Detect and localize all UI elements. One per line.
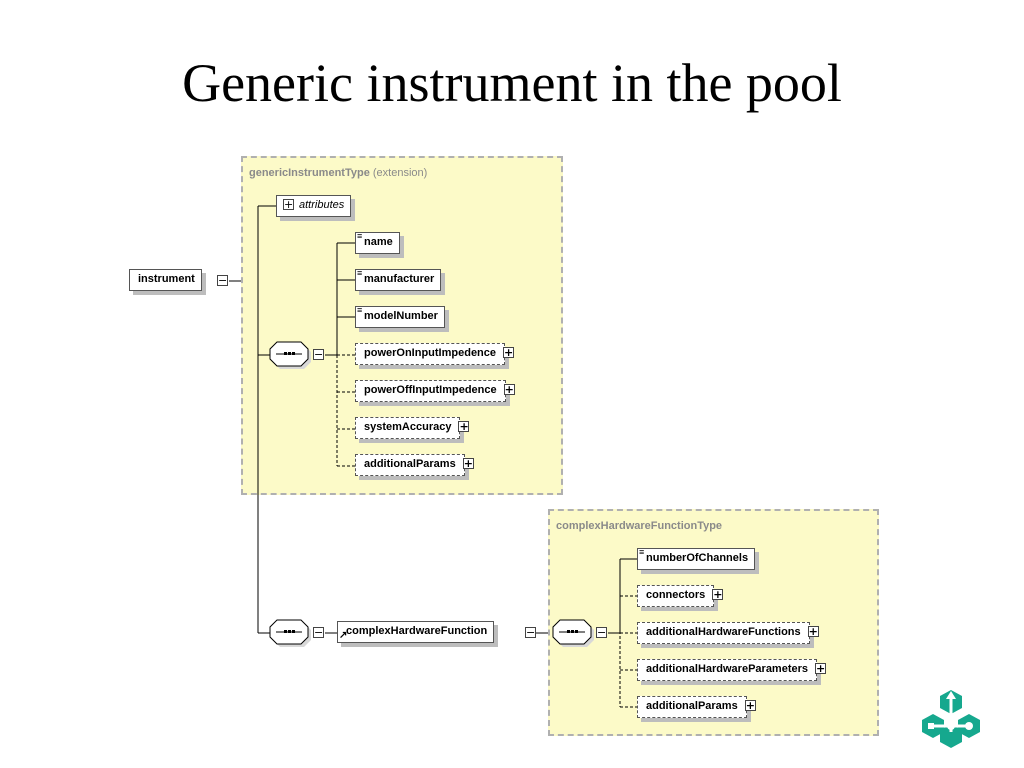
element-label: modelNumber [364,310,438,322]
complex-type-label: complexHardwareFunctionType [556,520,722,532]
reference-arrow-icon: ↗ [339,630,348,641]
sequence-2-collapse-icon[interactable]: − [313,626,324,639]
element-additional-hardware-functions[interactable]: additionalHardwareFunctions + [637,622,819,644]
root-element-instrument[interactable]: instrument [129,269,202,291]
attributes-group[interactable]: + attributes [276,195,352,217]
expand-icon[interactable]: + [744,698,756,712]
sequence-3-collapse-icon[interactable]: − [596,626,607,639]
generic-type-name: genericInstrumentType [249,167,370,179]
content-model-icon: ≡ [639,547,644,557]
expand-icon[interactable]: + [462,456,474,470]
element-power-off-input-impedence[interactable]: powerOffInputImpedence + [355,380,515,402]
expand-icon[interactable]: + [807,624,819,638]
content-model-icon: ≡ [357,268,362,278]
element-number-of-channels[interactable]: ≡numberOfChannels [637,547,756,570]
element-label: complexHardwareFunction [346,625,488,637]
sequence-compositor-2[interactable] [269,619,311,647]
element-label: systemAccuracy [364,421,452,433]
element-label: numberOfChannels [646,552,749,564]
generic-type-label: genericInstrumentType (extension) [249,167,427,179]
complex-hardware-function-collapse-icon[interactable]: − [525,626,536,639]
complex-type-name: complexHardwareFunctionType [556,520,723,532]
organization-logo-icon [922,690,980,748]
element-label: additionalParams [364,458,456,470]
element-additional-params-2[interactable]: additionalParams + [637,696,756,718]
element-label: additionalParams [646,700,738,712]
attributes-label: attributes [299,199,345,211]
element-label: powerOffInputImpedence [364,384,497,396]
element-label: name [364,236,393,248]
generic-type-qualifier: (extension) [372,167,428,179]
element-label: manufacturer [364,273,435,285]
sequence-compositor-1[interactable] [269,341,311,369]
element-system-accuracy[interactable]: systemAccuracy + [355,417,470,439]
element-label: connectors [646,589,706,601]
root-collapse-icon[interactable]: − [217,274,228,287]
element-label: additionalHardwareFunctions [646,626,801,638]
element-complex-hardware-function[interactable]: ↗complexHardwareFunction [337,621,495,643]
element-additional-params[interactable]: additionalParams + [355,454,474,476]
element-name[interactable]: ≡name [355,232,400,254]
expand-icon[interactable]: + [815,661,827,675]
expand-icon[interactable]: + [712,587,724,601]
content-model-icon: ≡ [357,231,362,241]
element-power-on-input-impedence[interactable]: powerOnInputImpedence + [355,343,515,365]
content-model-icon: ≡ [357,305,362,315]
expand-icon[interactable]: + [503,345,515,359]
element-additional-hardware-parameters[interactable]: additionalHardwareParameters + [637,659,827,681]
sequence-compositor-3[interactable] [552,619,594,647]
slide-title: Generic instrument in the pool [182,53,842,113]
expand-icon[interactable]: + [458,419,470,433]
expand-icon[interactable]: + [503,382,515,396]
element-label: additionalHardwareParameters [646,663,809,675]
element-model-number[interactable]: ≡modelNumber [355,306,445,328]
sequence-1-collapse-icon[interactable]: − [313,348,324,361]
root-element-label: instrument [138,273,195,285]
attributes-expand-icon[interactable]: + [283,197,294,211]
element-connectors[interactable]: connectors + [637,585,724,607]
element-label: powerOnInputImpedence [364,347,497,359]
element-manufacturer[interactable]: ≡manufacturer [355,268,442,291]
